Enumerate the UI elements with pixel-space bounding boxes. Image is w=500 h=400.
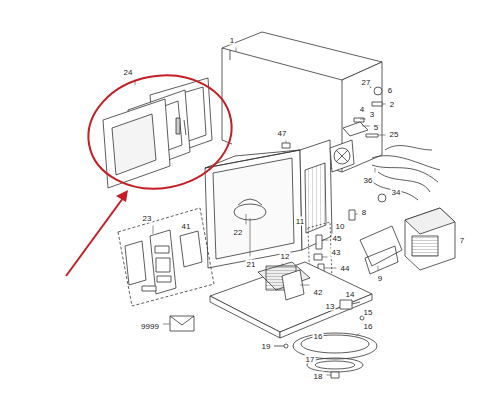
wire-harness bbox=[368, 146, 440, 200]
callout-number: 13 bbox=[325, 302, 336, 311]
highlight bbox=[66, 64, 241, 276]
callout-number: 8 bbox=[361, 208, 367, 217]
leader-line bbox=[163, 324, 170, 325]
leader-line bbox=[246, 214, 247, 225]
leader-line bbox=[355, 214, 358, 215]
callout-number: 19 bbox=[261, 342, 272, 351]
callout-number: 10 bbox=[335, 222, 346, 231]
callout-number: 34 bbox=[391, 188, 402, 197]
callout-number: 16 bbox=[313, 332, 324, 341]
leader-line bbox=[282, 264, 283, 267]
callout-number: 27 bbox=[361, 78, 372, 87]
leader-line bbox=[324, 268, 337, 269]
callout-number: 12 bbox=[280, 252, 291, 261]
leader-line bbox=[322, 240, 329, 241]
screw bbox=[274, 344, 288, 348]
turntable-motor bbox=[340, 300, 364, 320]
callout-number: 9 bbox=[377, 274, 383, 283]
callout-number: 47 bbox=[277, 129, 288, 138]
callout-number: 25 bbox=[389, 130, 400, 139]
leader-line bbox=[250, 218, 251, 257]
leader-line bbox=[135, 80, 136, 86]
callout-number: 17 bbox=[305, 355, 316, 364]
leader-line bbox=[322, 257, 328, 258]
callout-number: 14 bbox=[345, 290, 356, 299]
turntable bbox=[293, 333, 377, 378]
callout-number: 41 bbox=[181, 222, 192, 231]
oven-cavity bbox=[205, 140, 332, 268]
callout-number: 42 bbox=[313, 288, 324, 297]
door-assembly bbox=[103, 78, 212, 188]
callout-number: 36 bbox=[363, 176, 374, 185]
cooling-fan bbox=[330, 140, 354, 172]
callout-number: 4 bbox=[359, 105, 365, 114]
leader-line bbox=[378, 135, 386, 136]
transformer bbox=[360, 208, 455, 274]
leader-line bbox=[326, 375, 331, 376]
callout-number: 9999 bbox=[140, 322, 160, 331]
callout-number: 2 bbox=[389, 100, 395, 109]
leader-line bbox=[375, 168, 376, 173]
leader-line bbox=[286, 141, 287, 144]
leader-line bbox=[360, 119, 366, 120]
callout-number: 1 bbox=[229, 36, 235, 45]
callout-number: 16 bbox=[363, 322, 374, 331]
callout-number: 24 bbox=[123, 68, 134, 77]
callout-number: 21 bbox=[246, 260, 257, 269]
callout-number: 5 bbox=[373, 123, 379, 132]
leader-line bbox=[300, 285, 310, 286]
callout-number: 7 bbox=[459, 236, 465, 245]
callout-number: 44 bbox=[340, 264, 351, 273]
leader-line bbox=[362, 126, 370, 127]
callout-number: 18 bbox=[313, 372, 324, 381]
callout-number: 22 bbox=[233, 228, 244, 237]
leader-line bbox=[236, 48, 237, 53]
base-plate bbox=[210, 262, 372, 338]
callout-number: 45 bbox=[332, 234, 343, 243]
small-parts bbox=[282, 84, 386, 220]
callout-number: 11 bbox=[295, 217, 305, 226]
control-panel bbox=[118, 208, 214, 306]
callout-number: 3 bbox=[369, 110, 375, 119]
leader-line bbox=[378, 266, 379, 271]
callout-number: 23 bbox=[142, 214, 153, 223]
callout-number: 43 bbox=[331, 248, 342, 257]
callout-number: 6 bbox=[387, 86, 393, 95]
manual-envelope bbox=[170, 316, 194, 331]
leader-line bbox=[382, 104, 386, 105]
leader-line bbox=[356, 334, 360, 337]
callout-number: 15 bbox=[363, 308, 374, 317]
leader-line bbox=[153, 226, 154, 235]
